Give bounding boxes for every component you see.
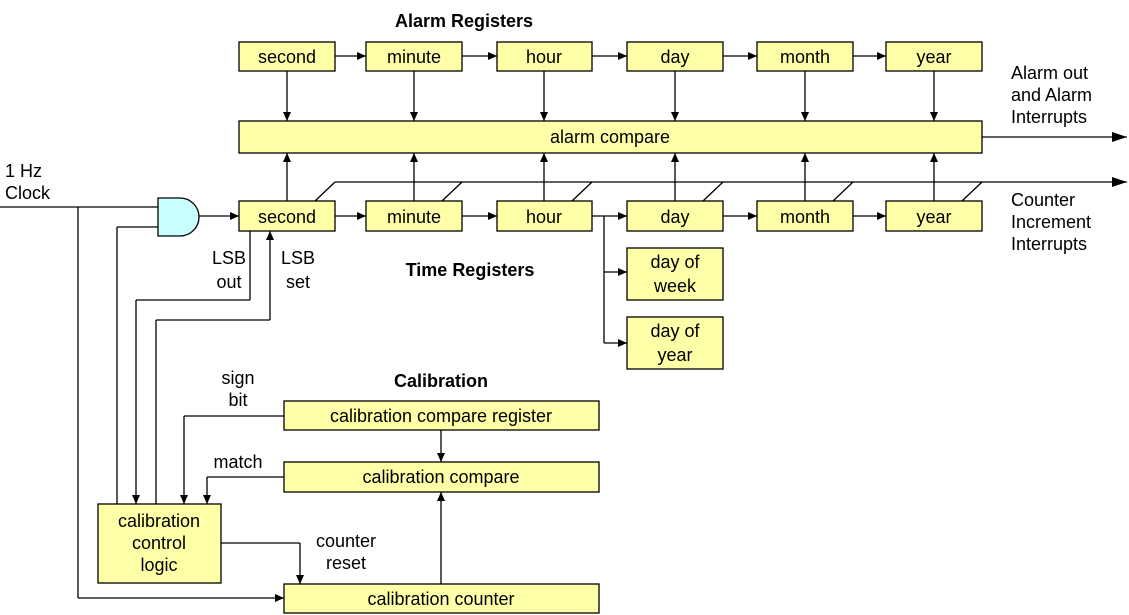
calibration-counter-label: calibration counter: [367, 589, 514, 609]
alarm-register-hour: hour: [496, 41, 593, 72]
clock-label-line2: Clock: [5, 183, 51, 203]
hour-to-day-of-branches: [603, 216, 627, 347]
lsb-set-label-line1: LSB: [281, 248, 315, 268]
counter-reset-label-line1: counter: [316, 531, 376, 551]
day-of-week-label-line1: day of: [650, 252, 700, 272]
alarm-compare: alarm compare: [238, 120, 983, 154]
alarm-out-label-line1: Alarm out: [1011, 63, 1088, 83]
day-of-year-label-line2: year: [657, 345, 692, 365]
time-register-label: year: [916, 207, 951, 227]
calibration-compare: calibration compare: [283, 461, 600, 493]
sign-bit-label-line2: bit: [228, 390, 247, 410]
alarm-register-label: day: [660, 47, 689, 67]
alarm-register-day: day: [626, 41, 724, 72]
alarm-register-label: month: [780, 47, 830, 67]
alarm-to-compare-arrows: [283, 71, 938, 121]
counter-out-label-line3: Interrupts: [1011, 234, 1087, 254]
day-of-week-register: day of week: [626, 247, 724, 301]
alarm-register-label: year: [916, 47, 951, 67]
lsb-out-label-line1: LSB: [212, 248, 246, 268]
time-register-hour: hour: [496, 200, 593, 232]
day-of-year-register: day of year: [626, 316, 724, 370]
time-register-label: day: [660, 207, 689, 227]
alarm-register-minute: minute: [365, 41, 463, 72]
time-register-label: minute: [387, 207, 441, 227]
control-logic-label-line1: calibration: [118, 511, 200, 531]
time-registers-title: Time Registers: [406, 260, 535, 280]
counter-out-label-line2: Increment: [1011, 212, 1091, 232]
alarm-out-label-line3: Interrupts: [1011, 107, 1087, 127]
alarm-register-month: month: [756, 41, 854, 72]
control-logic-label-line2: control: [132, 533, 186, 553]
and-gate: [157, 197, 200, 237]
time-register-label: second: [258, 207, 316, 227]
clock-label-line1: 1 Hz: [5, 161, 42, 181]
alarm-compare-label: alarm compare: [550, 127, 670, 147]
control-logic-label-line3: logic: [140, 555, 177, 575]
lsb-set-label-line2: set: [286, 272, 310, 292]
lsb-wires: [132, 231, 274, 504]
time-register-year: year: [885, 200, 983, 232]
time-to-compare-arrows: [283, 153, 938, 201]
match-label: match: [213, 452, 262, 472]
day-of-week-label-line2: week: [653, 276, 697, 296]
calibration-title: Calibration: [394, 371, 488, 391]
counter-increment-bus: [314, 177, 1127, 202]
alarm-register-year: year: [885, 41, 983, 72]
alarm-register-label: hour: [526, 47, 562, 67]
alarm-register-label: minute: [387, 47, 441, 67]
time-register-label: hour: [526, 207, 562, 227]
calibration-wires: [180, 415, 445, 584]
calibration-control-logic: calibration control logic: [97, 503, 222, 584]
time-register-day: day: [626, 200, 724, 232]
time-register-month: month: [756, 200, 854, 232]
alarm-register-label: second: [258, 47, 316, 67]
lsb-out-label-line2: out: [216, 272, 241, 292]
counter-reset-label-line2: reset: [326, 553, 366, 573]
clock-wires: [0, 206, 284, 602]
day-of-year-label-line1: day of: [650, 321, 700, 341]
calibration-compare-register: calibration compare register: [283, 400, 600, 431]
alarm-register-second: second: [238, 41, 336, 72]
alarm-registers-title: Alarm Registers: [395, 11, 533, 31]
calibration-counter: calibration counter: [283, 583, 600, 614]
sign-bit-label-line1: sign: [221, 368, 254, 388]
calibration-compare-register-label: calibration compare register: [330, 406, 552, 426]
time-register-second: second: [238, 200, 336, 232]
calibration-compare-label: calibration compare: [362, 467, 519, 487]
time-register-minute: minute: [365, 200, 463, 232]
counter-out-label-line1: Counter: [1011, 190, 1075, 210]
alarm-out-label-line2: and Alarm: [1011, 85, 1092, 105]
time-register-label: month: [780, 207, 830, 227]
